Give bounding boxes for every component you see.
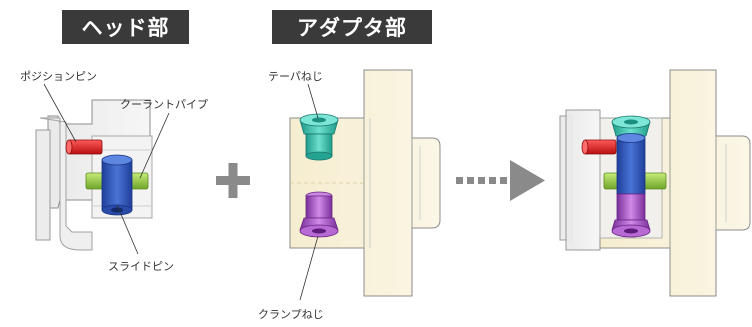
assembly-arrow (456, 160, 545, 201)
callout-slide-pin: スライドピン (108, 260, 174, 273)
head-section-title: ヘッド部 (62, 10, 189, 44)
callout-position-pin: ポジションピン (20, 70, 97, 83)
callout-clamp-screw: クランプねじ (258, 308, 324, 321)
plus-sign (216, 163, 250, 198)
adapter-section-title: アダプタ部 (272, 10, 432, 44)
adapter-part-drawing (289, 69, 441, 301)
callout-taper-screw: テーパねじ (268, 70, 323, 83)
assembled-drawing (559, 69, 751, 297)
head-part-drawing (35, 83, 170, 255)
callout-coolant-pipe: クーラントパイプ (120, 98, 208, 111)
